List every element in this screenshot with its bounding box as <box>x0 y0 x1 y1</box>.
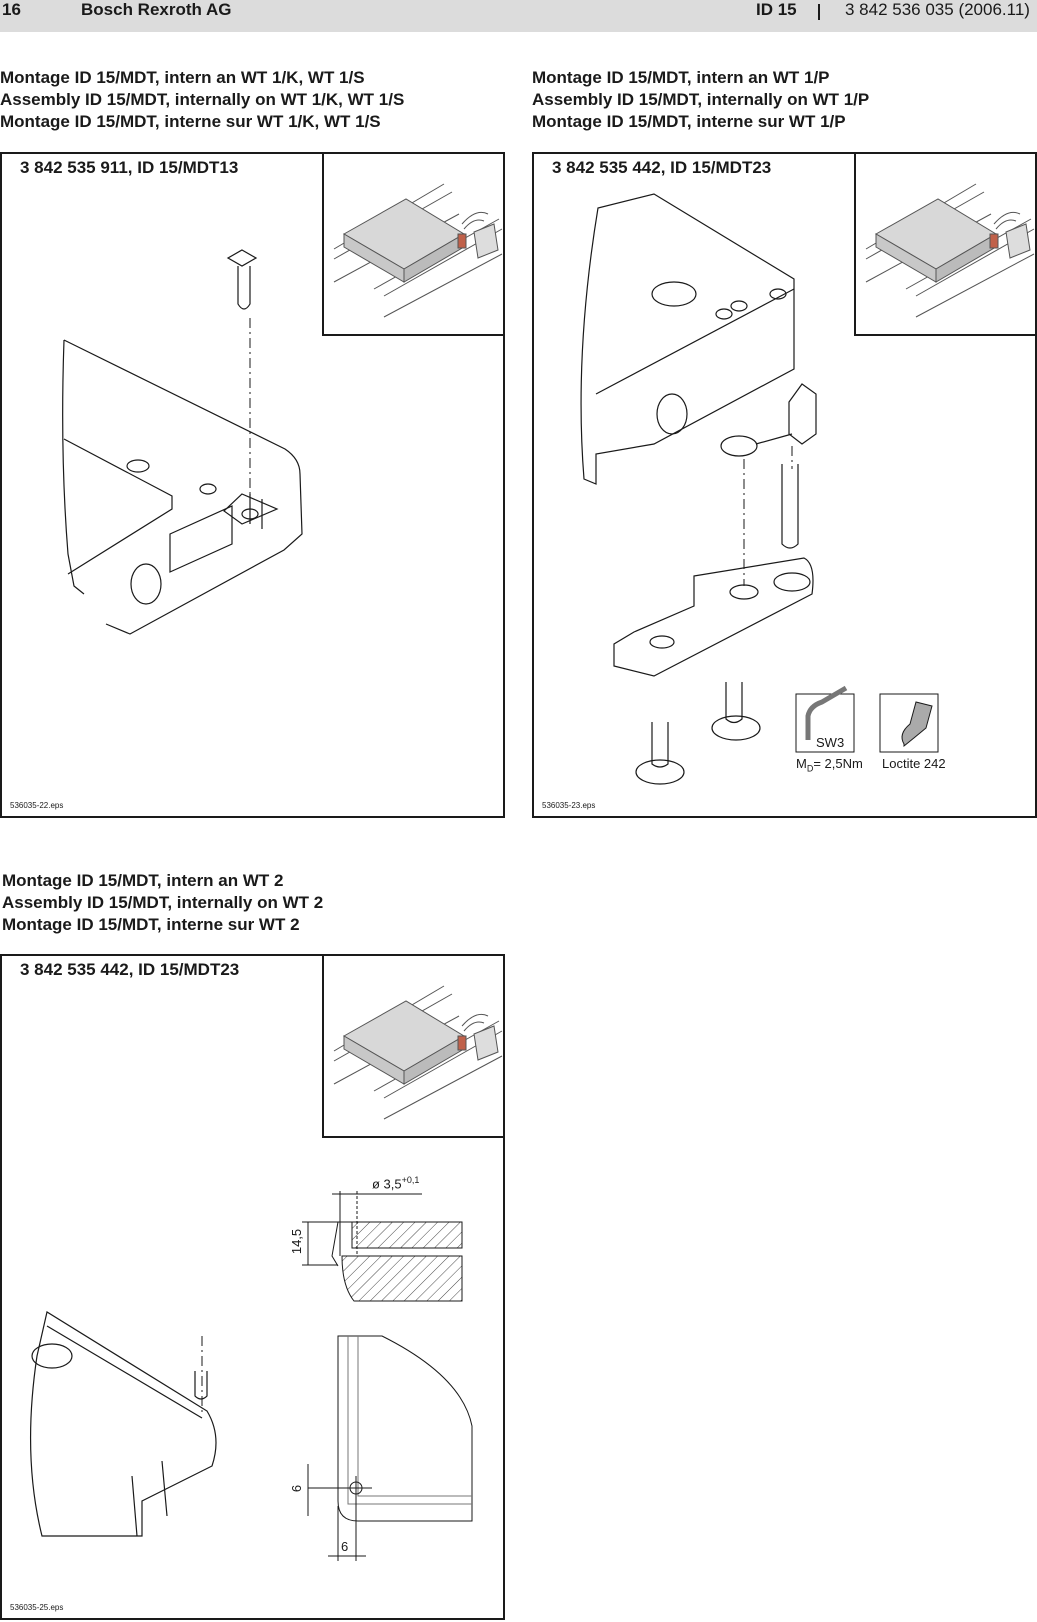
depth-dimension: 14,5 <box>289 1228 305 1255</box>
diameter-dimension: ø 3,5+0,1 <box>372 1175 419 1191</box>
diameter-value: ø 3,5 <box>372 1176 402 1192</box>
caption-fr: Montage ID 15/MDT, interne sur WT 1/P <box>532 112 846 131</box>
overview-inset <box>322 954 505 1138</box>
document-number: 3 842 536 035 (2006.11) <box>845 0 1030 19</box>
assembly-drawing-3 <box>29 1191 473 1561</box>
caption-fr: Montage ID 15/MDT, interne sur WT 1/K, W… <box>0 112 381 131</box>
panel-title: 3 842 535 442, ID 15/MDT23 <box>20 960 240 979</box>
carrier-sensor-illustration <box>333 985 503 1120</box>
carrier-sensor-illustration <box>333 183 503 318</box>
figure-panel-3: 3 842 535 442, ID 15/MDT23 <box>0 954 505 1620</box>
file-label: 536035-25.eps <box>10 1603 64 1612</box>
product-name: ID 15 <box>756 0 797 19</box>
offset-y-dimension: 6 <box>289 1484 305 1493</box>
overview-inset <box>322 152 505 336</box>
file-label: 536035-23.eps <box>542 801 596 810</box>
caption-fr: Montage ID 15/MDT, interne sur WT 2 <box>2 915 300 934</box>
torque-value: = 2,5Nm <box>813 756 863 771</box>
assembly-drawing-2 <box>580 193 939 785</box>
caption-en: Assembly ID 15/MDT, internally on WT 1/K… <box>0 90 405 109</box>
caption-en: Assembly ID 15/MDT, internally on WT 1/P <box>532 90 870 109</box>
caption-de: Montage ID 15/MDT, intern an WT 2 <box>2 871 284 890</box>
company-name: Bosch Rexroth AG <box>81 0 232 19</box>
panel-title: 3 842 535 442, ID 15/MDT23 <box>552 158 772 177</box>
page-header: 16 Bosch Rexroth AG ID 15 3 842 536 035 … <box>0 0 1037 32</box>
diameter-tolerance: +0,1 <box>401 1175 420 1185</box>
file-label: 536035-22.eps <box>10 801 64 810</box>
header-divider <box>818 4 820 20</box>
hex-key-size: SW3 <box>816 735 845 750</box>
figure-panel-2: 3 842 535 442, ID 15/MDT23 <box>532 152 1037 818</box>
torque-subscript: D <box>806 763 814 774</box>
carrier-sensor-illustration <box>865 183 1035 318</box>
section-1-caption: Montage ID 15/MDT, intern an WT 1/K, WT … <box>0 67 404 133</box>
overview-inset <box>854 152 1037 336</box>
caption-en: Assembly ID 15/MDT, internally on WT 2 <box>2 893 324 912</box>
section-3-caption: Montage ID 15/MDT, intern an WT 2 Assemb… <box>2 870 323 936</box>
torque-spec: MD= 2,5Nm <box>796 756 863 774</box>
figure-panel-1: 3 842 535 911, ID 15/MDT13 <box>0 152 505 818</box>
offset-x-dimension: 6 <box>341 1539 349 1554</box>
adhesive-label: Loctite 242 <box>882 756 946 771</box>
torque-symbol: M <box>796 756 807 771</box>
section-2-caption: Montage ID 15/MDT, intern an WT 1/P Asse… <box>532 67 869 133</box>
page-number: 16 <box>2 0 21 19</box>
panel-title: 3 842 535 911, ID 15/MDT13 <box>20 158 239 177</box>
caption-de: Montage ID 15/MDT, intern an WT 1/P <box>532 68 830 87</box>
assembly-drawing-1 <box>62 249 303 635</box>
caption-de: Montage ID 15/MDT, intern an WT 1/K, WT … <box>0 68 365 87</box>
